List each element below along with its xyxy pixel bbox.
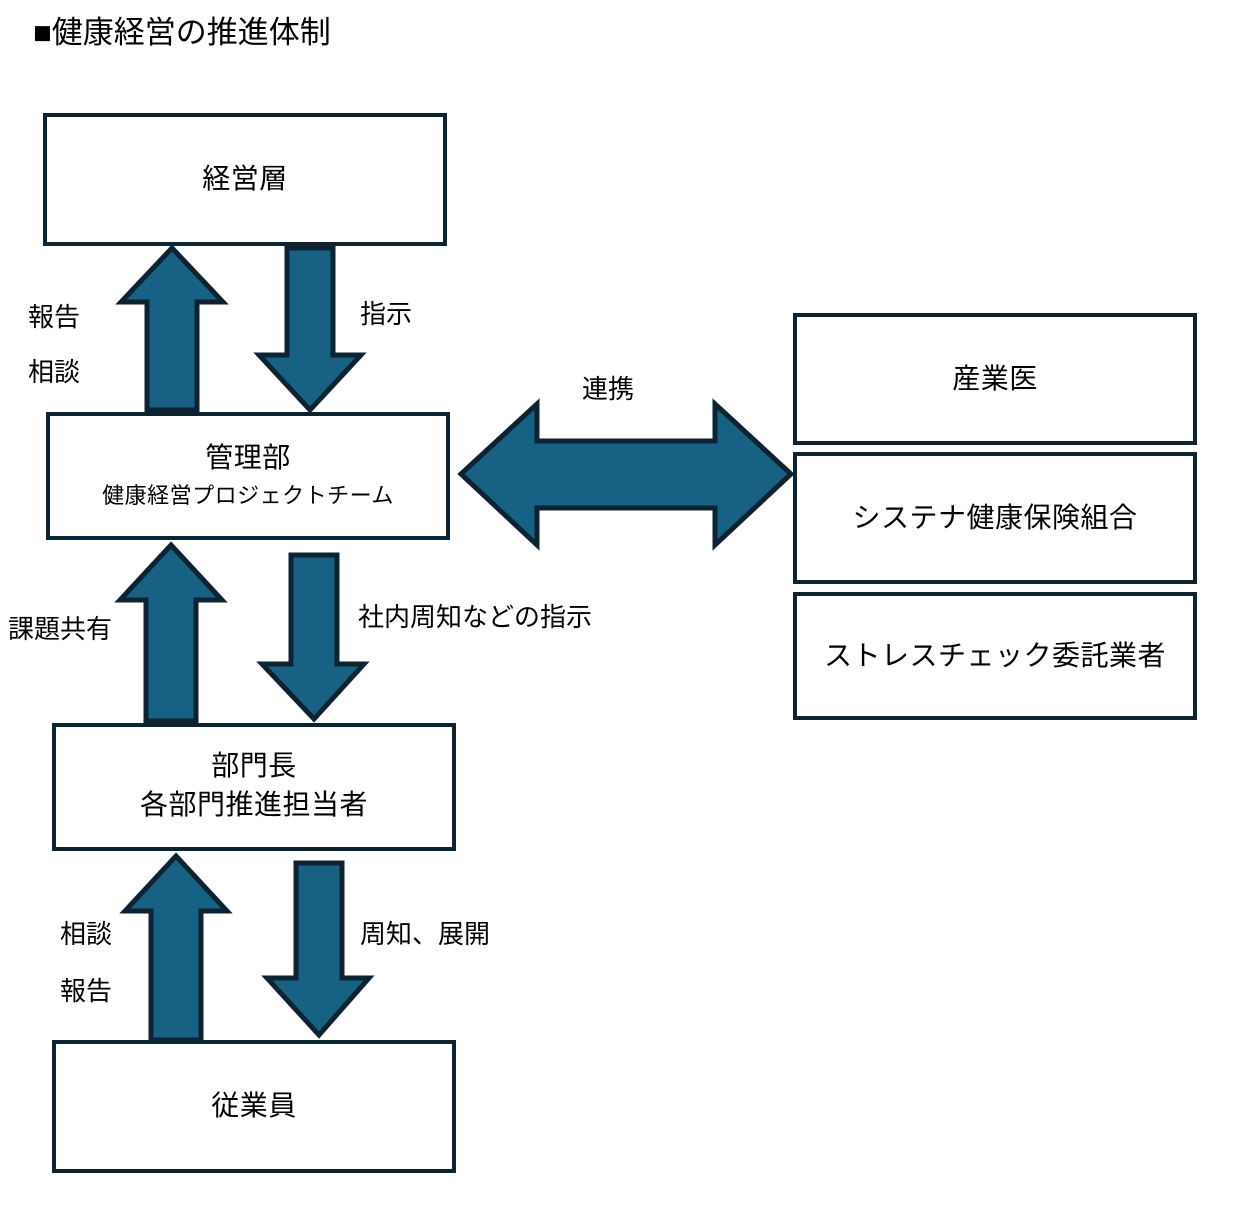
arrow-up-dept-head-to-admin	[114, 541, 228, 724]
node-box-admin[interactable]: 管理部 健康経営プロジェクトチーム	[46, 412, 450, 540]
node-title-admin: 管理部	[205, 443, 291, 475]
node-sub-dept-head: 各部門推進担当者	[139, 790, 368, 822]
edge-label-report: 報告	[28, 303, 81, 332]
node-box-dept-head[interactable]: 部門長 各部門推進担当者	[52, 723, 456, 851]
node-box-stress-check[interactable]: ストレスチェック委託業者	[793, 592, 1197, 720]
edge-label-consult: 相談	[28, 358, 81, 387]
node-sub-admin: 健康経営プロジェクトチーム	[102, 483, 394, 509]
page-title: ■健康経営の推進体制	[33, 15, 331, 50]
edge-label-share-issues: 課題共有	[8, 615, 113, 644]
edge-label-consult2: 相談	[60, 920, 113, 949]
edge-label-notify-deploy: 周知、展開	[360, 920, 491, 949]
arrow-down-management-to-admin	[253, 245, 367, 414]
arrow-down-dept-head-to-employees	[261, 860, 375, 1039]
edge-label-internal-notice: 社内周知などの指示	[358, 603, 593, 632]
node-title-employees: 従業員	[211, 1091, 297, 1122]
arrow-up-admin-to-management	[115, 244, 229, 413]
edge-label-cooperation: 連携	[582, 375, 635, 404]
node-title-sangyoui: 産業医	[952, 363, 1038, 395]
arrow-bidirectional-cooperation	[457, 398, 795, 551]
edge-label-instruction: 指示	[360, 300, 413, 329]
arrow-up-employees-to-dept-head	[119, 852, 233, 1043]
node-box-sangyoui[interactable]: 産業医	[793, 313, 1197, 445]
edge-label-report2: 報告	[60, 977, 113, 1006]
arrow-down-admin-to-dept-head	[256, 552, 370, 723]
node-title-stress-check: ストレスチェック委託業者	[823, 640, 1166, 672]
node-title-kenpo: システナ健康保険組合	[852, 502, 1138, 534]
node-title-management: 経営層	[202, 164, 288, 195]
node-title-dept-head: 部門長	[211, 751, 297, 783]
node-box-kenpo[interactable]: システナ健康保険組合	[793, 452, 1197, 584]
node-box-management[interactable]: 経営層	[43, 113, 447, 246]
node-box-employees[interactable]: 従業員	[52, 1040, 456, 1173]
